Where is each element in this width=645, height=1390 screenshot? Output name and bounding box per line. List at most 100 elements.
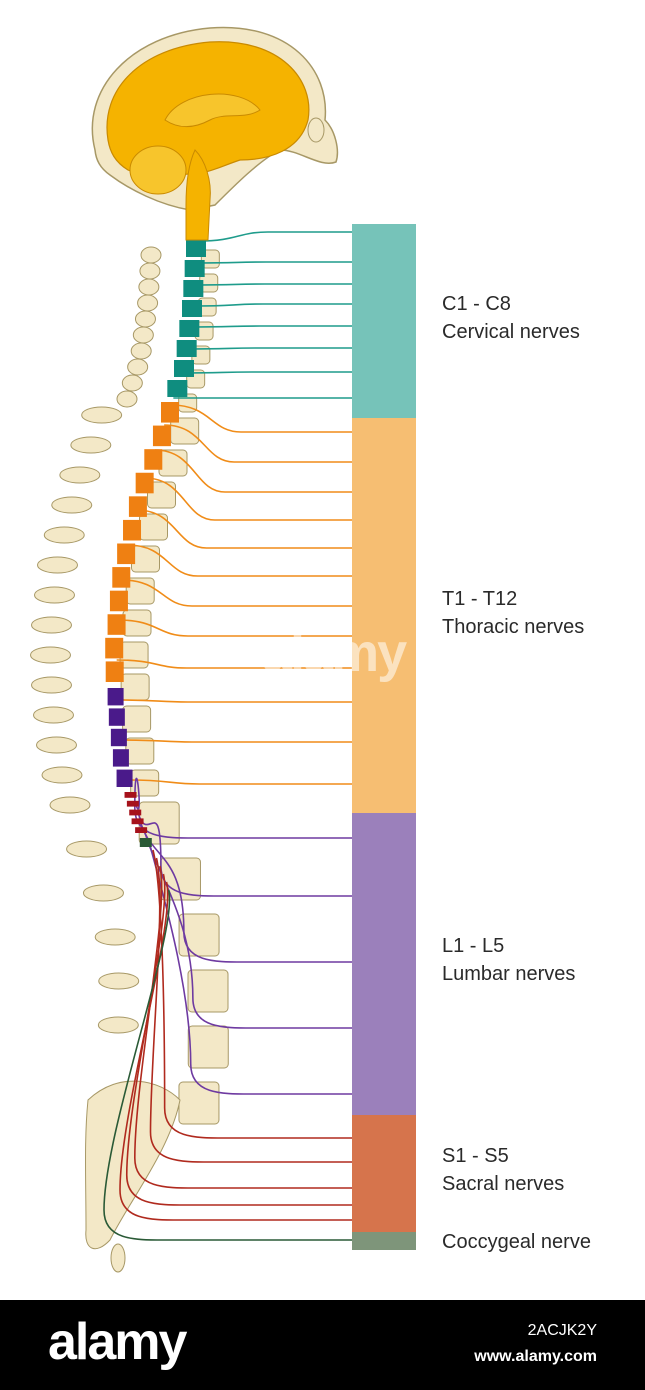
cord-segment-thoracic-10 (107, 614, 126, 635)
cord-segment-thoracic-2 (152, 425, 171, 447)
coccyx (110, 1243, 126, 1273)
cord-segment-thoracic-12 (105, 661, 124, 682)
nerve-thoracic-7 (121, 579, 352, 607)
cord-segment-lumbar-1 (107, 688, 124, 706)
sacrum (85, 1080, 181, 1250)
vertebral-body (120, 673, 150, 701)
spinous-process (36, 736, 77, 754)
nerve-cervical-4 (193, 303, 352, 307)
site-url: www.alamy.com (474, 1348, 597, 1365)
color-bar-cervical (352, 224, 416, 418)
cord-segment-cervical-2 (184, 260, 205, 277)
nerve-cervical-2 (196, 261, 352, 264)
spinous-process (121, 374, 143, 392)
spinous-process (81, 406, 123, 424)
spinous-process (139, 262, 161, 280)
spinous-process (116, 390, 138, 408)
color-bar-coccygeal (352, 1232, 416, 1250)
label-lumbar: L1 - L5 Lumbar nerves (442, 932, 575, 988)
nasal-bone (307, 117, 325, 143)
nerve-thoracic-6 (127, 544, 352, 577)
cord-segment-sacral-1 (124, 792, 137, 798)
label-thoracic-name: Thoracic nerves (442, 616, 585, 638)
spinal-cord (105, 240, 206, 847)
vertebral-body (122, 705, 152, 733)
spinous-process (140, 246, 162, 264)
nerve-group-color-bar (352, 224, 416, 1250)
spinous-process (34, 586, 75, 604)
spinous-process (98, 972, 140, 990)
cord-segment-lumbar-3 (110, 728, 127, 747)
cord-segment-thoracic-5 (128, 496, 147, 517)
cord-segment-thoracic-9 (109, 590, 128, 612)
nerve-sacral-2 (149, 857, 352, 1163)
color-bar-lumbar (352, 813, 416, 1115)
nerve-sacral-5 (119, 881, 352, 1221)
vertebral-body (187, 1025, 229, 1069)
cord-segment-cervical-8 (167, 380, 188, 397)
nerve-thoracic-9 (116, 659, 352, 669)
alamy-logo: alamy (48, 1313, 187, 1371)
cord-segment-thoracic-7 (117, 543, 136, 565)
nerve-thoracic-8 (117, 619, 352, 637)
nerve-thoracic-4 (144, 477, 352, 521)
cord-segment-cervical-4 (182, 300, 202, 317)
cord-segment-sacral-3 (129, 809, 142, 816)
cord-segment-cervical-6 (176, 340, 197, 357)
anatomy-illustration (30, 26, 416, 1273)
label-sacral-name: Sacral nerves (442, 1173, 565, 1195)
spinous-process (31, 676, 72, 694)
cord-segment-cervical-3 (183, 280, 204, 297)
spinous-process (49, 796, 91, 814)
label-thoracic: T1 - T12 Thoracic nerves (442, 585, 584, 641)
cord-segment-lumbar-4 (112, 749, 129, 767)
cord-segment-thoracic-8 (112, 567, 131, 588)
spinous-process (134, 310, 156, 328)
label-thoracic-range: T1 - T12 (442, 588, 518, 610)
spinous-process (138, 278, 160, 296)
cord-segment-sacral-5 (135, 827, 148, 833)
watermark-overlay: alamy (262, 623, 407, 683)
spinal-nerve-lines (103, 231, 352, 1241)
cord-segment-lumbar-5 (116, 769, 133, 787)
spinous-process (31, 616, 72, 634)
label-lumbar-name: Lumbar nerves (442, 963, 576, 985)
spinous-process (66, 840, 108, 858)
vertebral-body (125, 737, 155, 765)
color-bar-sacral (352, 1115, 416, 1232)
spinous-process (94, 928, 136, 946)
nerve-thoracic-12 (129, 779, 352, 785)
nerve-thoracic-2 (164, 424, 352, 463)
nerve-coccygeal-1 (103, 889, 352, 1241)
brainstem (185, 149, 211, 241)
vertebral-body (178, 1081, 220, 1125)
cord-segment-cervical-1 (186, 240, 206, 257)
nerve-thoracic-1 (170, 404, 352, 433)
spinous-process (70, 436, 112, 454)
nerve-cervical-7 (181, 371, 352, 374)
cord-segment-coccygeal-1 (139, 838, 152, 847)
nerve-cervical-1 (197, 231, 352, 242)
cord-segment-sacral-2 (126, 800, 139, 807)
vertebral-body (187, 969, 229, 1013)
label-cervical: C1 - C8 Cervical nerves (442, 290, 580, 346)
cord-segment-thoracic-3 (144, 449, 163, 470)
label-cervical-range: C1 - C8 (442, 293, 511, 315)
color-bar-thoracic (352, 418, 416, 813)
nerve-lumbar-1 (133, 777, 352, 839)
image-id: 2ACJK2Y (527, 1322, 597, 1339)
spinous-process (127, 358, 149, 376)
label-coccygeal-name: Coccygeal nerve (442, 1231, 591, 1253)
label-lumbar-range: L1 - L5 (442, 935, 505, 957)
vertebral-body (147, 481, 176, 509)
spinous-process (33, 706, 74, 724)
spinous-process (30, 646, 71, 664)
nerve-thoracic-3 (154, 449, 352, 493)
vertebral-body (131, 545, 160, 573)
spinous-process (51, 496, 93, 514)
spinous-process (132, 326, 154, 344)
cord-segment-cervical-7 (174, 360, 194, 377)
spinous-process (41, 766, 83, 784)
cerebellum (129, 145, 187, 195)
label-coccygeal: Coccygeal nerve (442, 1228, 591, 1256)
